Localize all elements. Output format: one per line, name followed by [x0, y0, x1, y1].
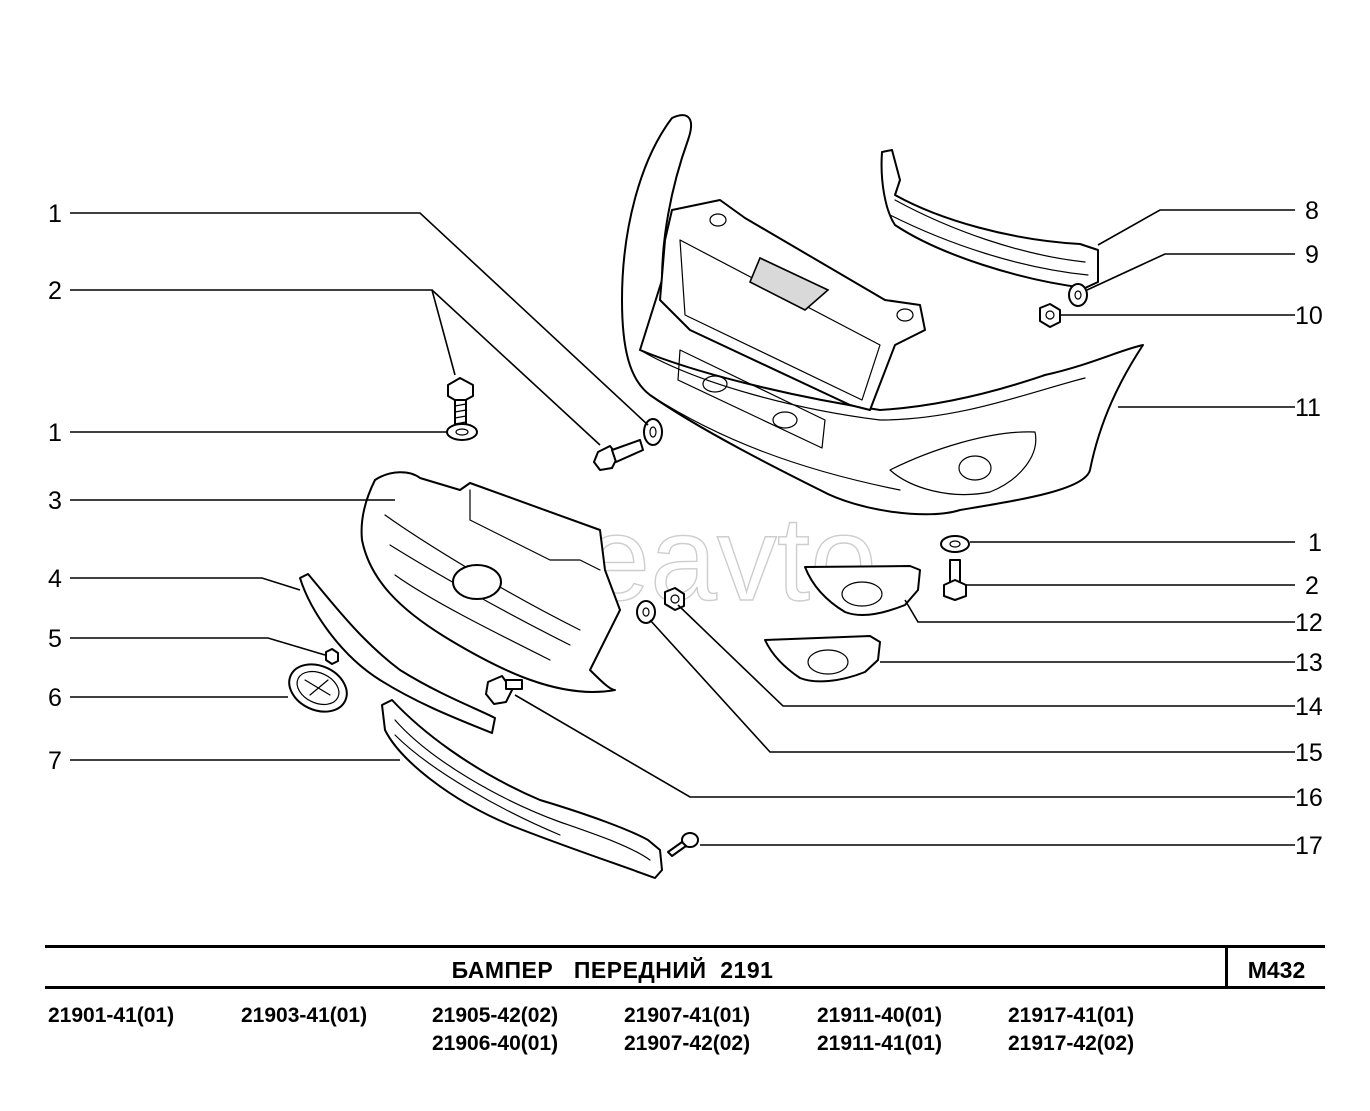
fog-lamp-frame-13 [764, 635, 881, 683]
trim-strip [299, 573, 496, 734]
washer-1-right [940, 535, 970, 553]
callout-numbers: 1 2 1 3 4 5 6 7 8 9 10 11 1 2 12 13 14 1… [48, 197, 1323, 860]
callout-13: 13 [1295, 649, 1323, 677]
model-column: 21905-42(02) 21906-40(01) [432, 1002, 558, 1058]
callout-7: 7 [48, 747, 62, 775]
model-code: 21907-42(02) [624, 1032, 751, 1055]
leader-lines [70, 209, 1295, 846]
emblem [288, 663, 348, 713]
model-column: 21907-41(01) 21907-42(02) [624, 1002, 750, 1058]
model-column: 21903-41(01) [241, 1002, 367, 1030]
clip-16 [485, 675, 523, 705]
nut-14 [664, 587, 685, 611]
callout-8: 8 [1305, 197, 1319, 225]
callout-2-right: 2 [1305, 572, 1319, 600]
model-column: 21917-41(01) 21917-42(02) [1008, 1002, 1134, 1058]
nut-10 [1039, 303, 1061, 328]
callout-17: 17 [1295, 832, 1323, 860]
lower-grille [381, 699, 663, 879]
callout-11: 11 [1295, 394, 1321, 422]
callout-4: 4 [48, 565, 62, 593]
callout-12: 12 [1295, 609, 1323, 637]
model-code: 21903-41(01) [241, 1004, 368, 1027]
diagram-code: М432 [1225, 948, 1325, 986]
washer-1-center [643, 418, 663, 446]
callout-6: 6 [48, 684, 62, 712]
washer-1-left [446, 423, 478, 441]
model-code: 21917-42(02) [1008, 1032, 1135, 1055]
callout-10: 10 [1295, 302, 1323, 330]
bumper-bracket [880, 149, 1099, 289]
fog-lamp-frame-12 [804, 565, 921, 617]
page-title: БАМПЕР ПЕРЕДНИЙ 2191 [451, 957, 774, 983]
model-code: 21911-41(01) [817, 1032, 942, 1055]
screw-17 [667, 832, 699, 857]
callout-1-mid: 1 [48, 419, 62, 447]
parts-diagram: driveavto [48, 114, 1323, 879]
washer-9 [1068, 283, 1088, 307]
model-code: 21907-41(01) [624, 1004, 751, 1027]
bumper-cover [621, 114, 1144, 516]
callout-1-right: 1 [1308, 529, 1322, 557]
callout-1-top: 1 [48, 200, 62, 228]
bolt-2-right [943, 559, 967, 601]
callout-2-top: 2 [48, 277, 62, 305]
bolt-2-left [447, 377, 474, 431]
model-code: 21905-42(02) [432, 1004, 559, 1027]
model-column: 21901-41(01) [48, 1002, 174, 1030]
nut-5 [325, 648, 339, 665]
model-code: 21917-41(01) [1008, 1004, 1135, 1027]
callout-5: 5 [48, 625, 62, 653]
callout-9: 9 [1305, 241, 1319, 269]
model-code: 21906-40(01) [432, 1032, 559, 1055]
radiator-grille [360, 471, 621, 693]
model-column: 21911-40(01) 21911-41(01) [817, 1002, 942, 1058]
callout-15: 15 [1295, 739, 1323, 767]
model-code: 21901-41(01) [48, 1004, 175, 1027]
callout-16: 16 [1295, 784, 1323, 812]
model-code: 21911-40(01) [817, 1004, 942, 1027]
washer-15 [636, 600, 656, 624]
callout-14: 14 [1295, 693, 1323, 721]
callout-3: 3 [48, 487, 62, 515]
bolt-2-center [593, 439, 644, 471]
title-block: БАМПЕР ПЕРЕДНИЙ 2191 М432 [45, 945, 1325, 989]
